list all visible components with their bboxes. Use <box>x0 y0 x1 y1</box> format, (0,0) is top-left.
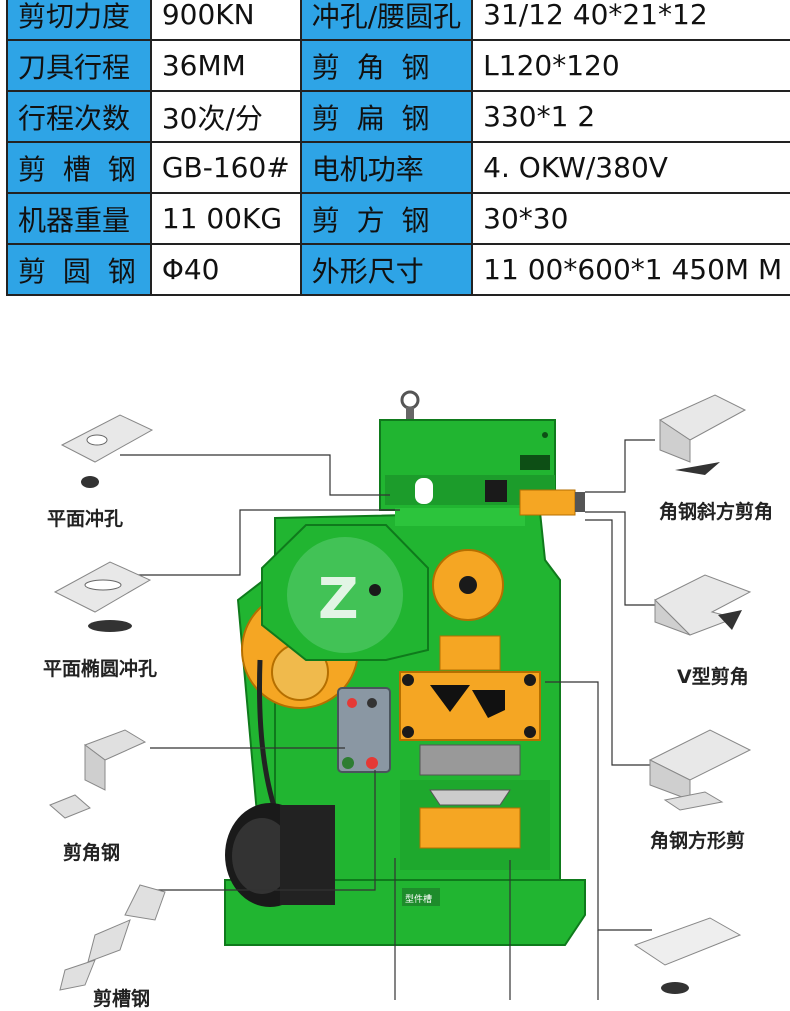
sample-oval-punch <box>53 561 152 632</box>
callout-oval-punch: 平面椭圆冲孔 <box>43 658 158 680</box>
spec-label: 剪 圆 钢 <box>6 243 152 296</box>
sample-flat-punch <box>60 414 154 488</box>
machine-upper-head <box>379 419 556 511</box>
spec-label-2: 剪 方 钢 <box>299 192 474 245</box>
sample-flat-bar <box>633 917 742 994</box>
spec-label-2: 电机功率 <box>299 141 474 194</box>
callout-cut-angle: 剪角钢 <box>63 842 121 864</box>
callout-angle-square: 角钢方形剪 <box>650 830 746 852</box>
spec-row: 行程次数 30次/分 剪 扁 钢 330*1 2 <box>6 90 790 143</box>
callout-angle-bevel: 角钢斜方剪角 <box>659 501 774 523</box>
v-blade-icon <box>430 685 470 712</box>
spec-value-2: 30*30 <box>471 192 790 245</box>
spec-label: 剪切力度 <box>6 0 152 41</box>
spec-value: 900KN <box>149 0 302 41</box>
spec-label: 行程次数 <box>6 90 152 143</box>
spec-value-2: 31/12 40*21*12 <box>471 0 790 41</box>
spec-label-2: 外形尺寸 <box>299 243 474 296</box>
spec-label: 刀具行程 <box>6 39 152 92</box>
angle-shear-attachment <box>519 489 576 516</box>
sample-cut-channel <box>59 884 166 991</box>
spec-value-2: 4. OKW/380V <box>471 141 790 194</box>
callout-v-cut: V型剪角 <box>677 666 749 688</box>
spec-label: 剪 槽 钢 <box>6 141 152 194</box>
spec-row: 剪 圆 钢 Φ40 外形尺寸 11 00*600*1 450M M <box>6 243 790 296</box>
brand-logo: Z <box>318 567 359 632</box>
spec-table: 剪切力度 900KN 冲孔/腰圆孔 31/12 40*21*12 刀具行程 36… <box>6 0 790 296</box>
spec-row: 剪 槽 钢 GB-160# 电机功率 4. OKW/380V <box>6 141 790 194</box>
spec-label-2: 冲孔/腰圆孔 <box>299 0 474 41</box>
gear-cover: Z <box>261 524 429 661</box>
control-box <box>337 687 391 773</box>
spec-value: 36MM <box>149 39 302 92</box>
start-button-icon <box>342 757 354 769</box>
punch-station <box>399 635 541 741</box>
electric-motor <box>225 803 335 907</box>
spec-value: 30次/分 <box>149 90 302 143</box>
sample-cut-angle <box>49 729 147 819</box>
spec-label-2: 剪 角 钢 <box>299 39 474 92</box>
spec-body: 剪切力度 900KN 冲孔/腰圆孔 31/12 40*21*12 刀具行程 36… <box>6 0 790 296</box>
stop-button-icon <box>366 757 378 769</box>
spec-row: 刀具行程 36MM 剪 角 钢 L120*120 <box>6 39 790 92</box>
sample-v-cut <box>654 574 752 636</box>
spec-label: 机器重量 <box>6 192 152 245</box>
callout-flat-punch: 平面冲孔 <box>47 508 124 530</box>
sample-angle-bevel <box>658 394 747 475</box>
lower-shear <box>419 744 521 849</box>
spec-value-2: L120*120 <box>471 39 790 92</box>
indicator-icon <box>347 698 357 708</box>
spec-value-2: 11 00*600*1 450M M <box>471 243 790 296</box>
spec-label-2: 剪 扁 钢 <box>299 90 474 143</box>
panel-label: 型件槽 <box>405 893 432 905</box>
spec-value: 11 00KG <box>149 192 302 245</box>
spec-value: Φ40 <box>149 243 302 296</box>
callout-lines <box>120 439 655 1000</box>
spec-row: 机器重量 11 00KG 剪 方 钢 30*30 <box>6 192 790 245</box>
lifting-hook-icon <box>400 390 420 419</box>
spec-row: 剪切力度 900KN 冲孔/腰圆孔 31/12 40*21*12 <box>6 0 790 41</box>
spec-value: GB-160# <box>149 141 302 194</box>
callout-cut-channel: 剪槽钢 <box>93 988 151 1010</box>
sample-angle-square <box>648 729 752 811</box>
spec-value-2: 330*1 2 <box>471 90 790 143</box>
